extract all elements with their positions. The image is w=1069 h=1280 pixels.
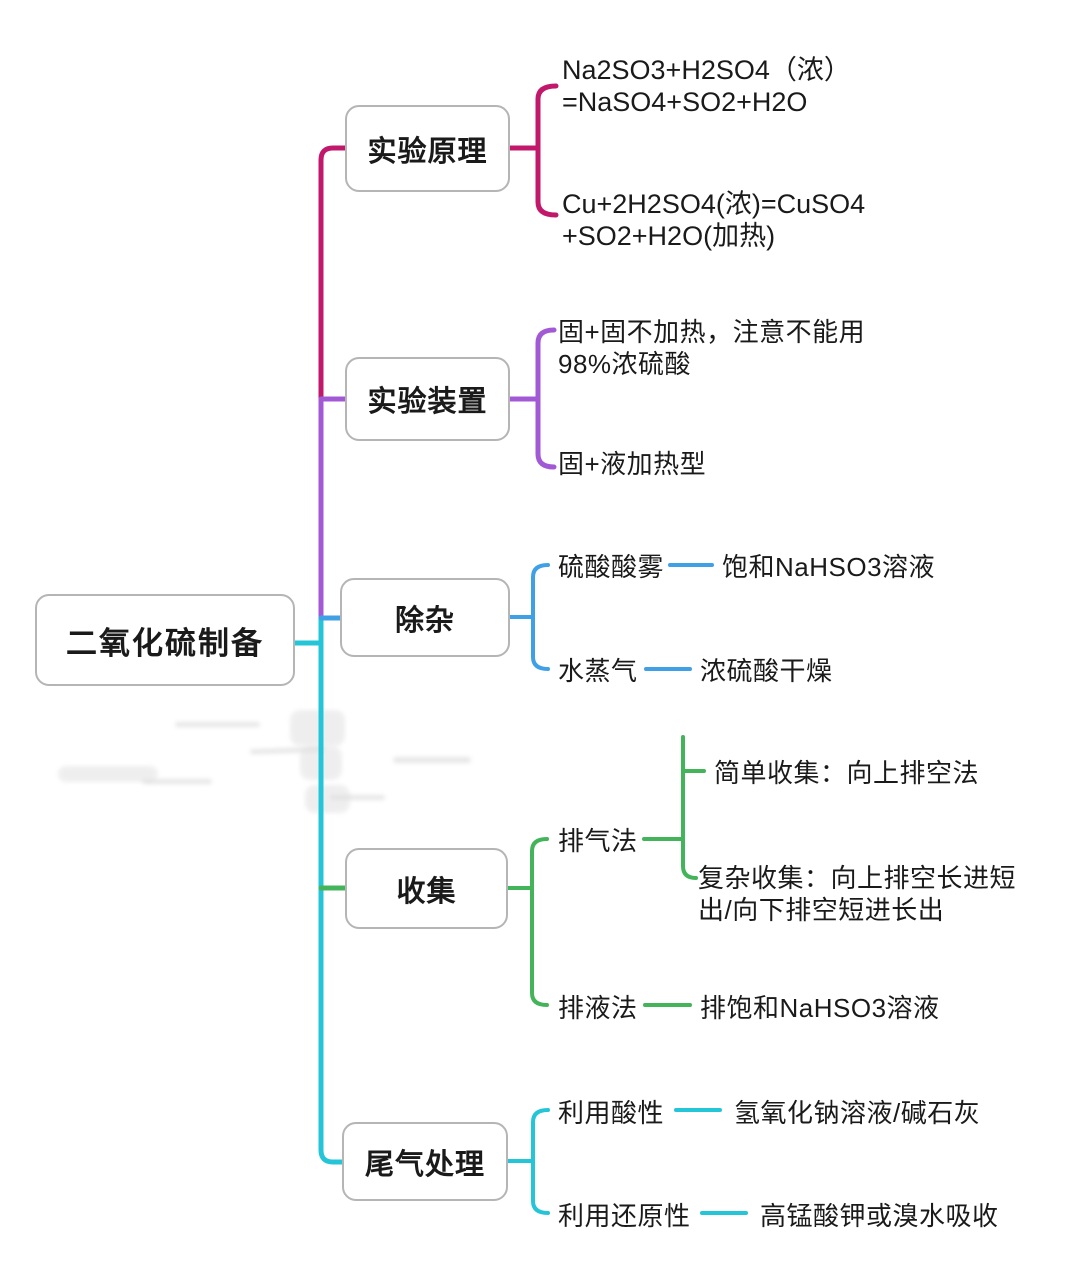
leaf-acidity-absorbent[interactable]: 氢氧化钠溶液/碱石灰 [734,1098,981,1128]
watermark-smudge [393,757,471,763]
leaf-liquid-method-label[interactable]: 排液法 [558,993,638,1023]
watermark-smudge [175,722,260,727]
leaf-acid-mist-label[interactable]: 硫酸酸雾 [558,552,665,582]
node-principle-label: 实验原理 [367,135,488,168]
leaf-apparatus-solid-solid[interactable]: 固+固不加热，注意不能用 98%浓硫酸 [558,317,866,379]
node-root[interactable]: 二氧化硫制备 [35,594,295,686]
leaf-reducibility-label[interactable]: 利用还原性 [558,1201,691,1231]
leaf-liquid-method-solution[interactable]: 排饱和NaHSO3溶液 [700,993,940,1023]
node-apparatus-label: 实验装置 [367,386,488,418]
leaf-simple-collection[interactable]: 简单收集：向上排空法 [714,758,980,788]
leaf-principle-eq1[interactable]: Na2SO3+H2SO4（浓） =NaSO4+SO2+H2O [562,55,851,117]
node-apparatus[interactable]: 实验装置 [345,357,510,441]
trunk-crimson [318,145,348,402]
node-collect[interactable]: 收集 [345,848,508,929]
leaf-water-vapor-label[interactable]: 水蒸气 [558,656,638,686]
leaf-acidity-label[interactable]: 利用酸性 [558,1098,665,1128]
node-root-label: 二氧化硫制备 [66,625,264,661]
leaf-apparatus-solid-liquid[interactable]: 固+液加热型 [558,449,707,479]
bracket-tailgas [506,1108,550,1215]
leaf-principle-eq2[interactable]: Cu+2H2SO4(浓)=CuSO4 +SO2+H2O(加热) [562,189,866,251]
watermark-smudge [290,710,345,746]
bracket-purify [508,563,550,671]
bracket-collect [506,837,549,1007]
leaf-acid-mist-solution[interactable]: 饱和NaHSO3溶液 [722,552,936,582]
node-tailgas[interactable]: 尾气处理 [342,1122,508,1201]
leaf-reducibility-absorbent[interactable]: 高锰酸钾或溴水吸收 [760,1201,999,1231]
watermark-smudge [142,779,212,784]
bracket-exhaust-sub [681,735,706,880]
trunk-purple [318,396,348,621]
trunk-cyan [292,615,347,1165]
node-tailgas-label: 尾气处理 [364,1148,485,1181]
leaf-exhaust-method-label[interactable]: 排气法 [558,826,638,856]
node-purify[interactable]: 除杂 [340,578,510,657]
bracket-apparatus [507,327,557,470]
leaf-water-vapor-dry[interactable]: 浓硫酸干燥 [700,656,833,686]
watermark-smudge [58,766,158,782]
leaf-complex-collection[interactable]: 复杂收集：向上排空长进短 出/向下排空短进长出 [698,863,1017,925]
node-purify-label: 除杂 [394,604,455,637]
node-principle[interactable]: 实验原理 [345,105,510,192]
bracket-principle [507,83,559,218]
watermark-smudge [330,795,385,800]
node-collect-label: 收集 [396,875,457,908]
